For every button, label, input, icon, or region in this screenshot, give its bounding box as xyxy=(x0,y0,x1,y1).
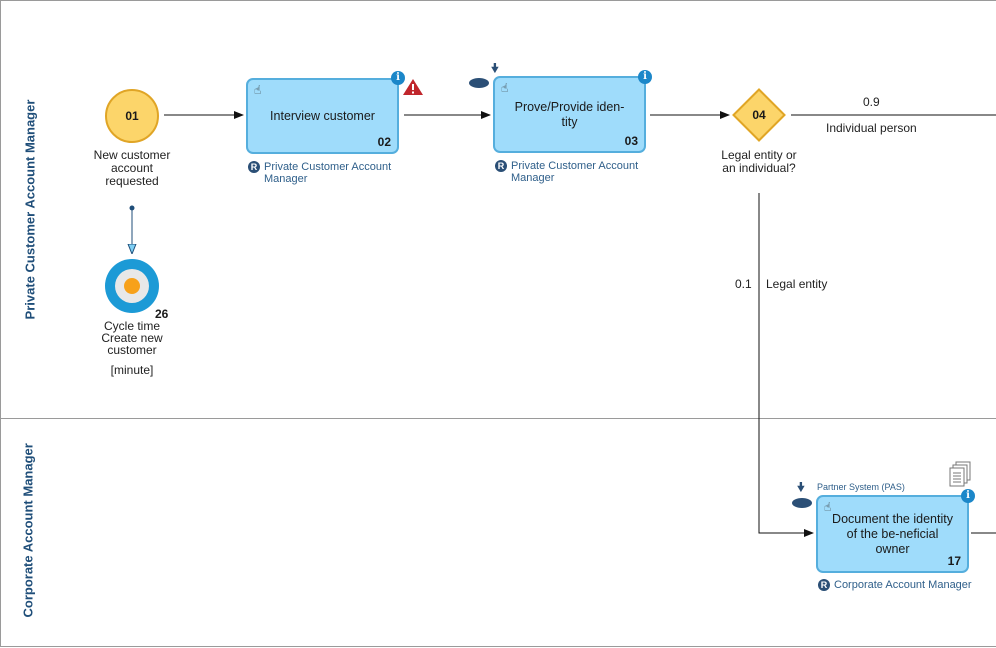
arrow-down-icon: 🠟 xyxy=(491,61,499,75)
task-number: 17 xyxy=(947,554,961,568)
info-icon[interactable]: i xyxy=(961,489,975,503)
task-number: 03 xyxy=(624,134,638,148)
flow-probability-legal: 0.1 xyxy=(735,277,752,291)
task-label: Interview customer xyxy=(270,108,375,123)
lane-title-corporate: Corporate Account Manager xyxy=(20,443,36,618)
task-role[interactable]: R Private Customer Account Manager xyxy=(248,161,408,185)
role-label: Private Customer Account Manager xyxy=(264,161,392,185)
kpi-target-icon[interactable] xyxy=(105,259,159,313)
kpi-label: Cycle time Create new customer xyxy=(101,319,163,357)
flow-legal xyxy=(758,193,814,537)
task-number: 02 xyxy=(377,135,391,149)
role-icon: R xyxy=(495,160,507,172)
role-icon: R xyxy=(248,161,260,173)
task-prove-identity[interactable]: ☝ Prove/Provide iden-tity 03 xyxy=(493,76,646,153)
role-label: Private Customer Account Manager xyxy=(511,160,639,184)
gateway-label: Legal entity or an individual? xyxy=(721,148,797,175)
flow-probability-individual: 0.9 xyxy=(863,95,880,109)
hand-icon: ☝ xyxy=(254,83,262,97)
role-label: Corporate Account Manager xyxy=(834,579,972,591)
data-object-icon[interactable] xyxy=(792,498,812,508)
role-icon: R xyxy=(818,579,830,591)
hand-icon: ☝ xyxy=(824,500,832,514)
task-role[interactable]: R Private Customer Account Manager xyxy=(495,160,655,184)
task-label: Document the identity of the be-neficial… xyxy=(832,511,953,556)
info-icon[interactable]: i xyxy=(391,71,405,85)
start-event-number: 01 xyxy=(125,109,139,123)
task-document-beneficial-owner[interactable]: ☝ Document the identity of the be-nefici… xyxy=(816,495,969,573)
task-label: Prove/Provide iden-tity xyxy=(514,99,625,129)
info-icon[interactable]: i xyxy=(638,70,652,84)
start-event[interactable]: 01 xyxy=(105,89,159,143)
kpi-unit: [minute] xyxy=(110,363,154,377)
task-role[interactable]: R Corporate Account Manager xyxy=(818,579,988,591)
hand-icon: ☝ xyxy=(501,81,509,95)
arrow-down-icon: 🠟 xyxy=(797,480,805,494)
flow-label-individual: Individual person xyxy=(826,121,917,135)
lane-title-private: Private Customer Account Manager xyxy=(22,99,38,320)
warning-icon[interactable] xyxy=(402,78,424,96)
start-event-label: New customer account requested xyxy=(93,148,171,188)
document-stack-icon[interactable] xyxy=(948,461,972,489)
task-interview-customer[interactable]: ☝ Interview customer 02 xyxy=(246,78,399,154)
kpi-value: 26 xyxy=(155,307,169,321)
system-label: Partner System (PAS) xyxy=(817,482,905,492)
gateway-number: 04 xyxy=(752,108,766,122)
flow-label-legal: Legal entity xyxy=(766,277,828,291)
data-object-icon[interactable] xyxy=(469,78,489,88)
